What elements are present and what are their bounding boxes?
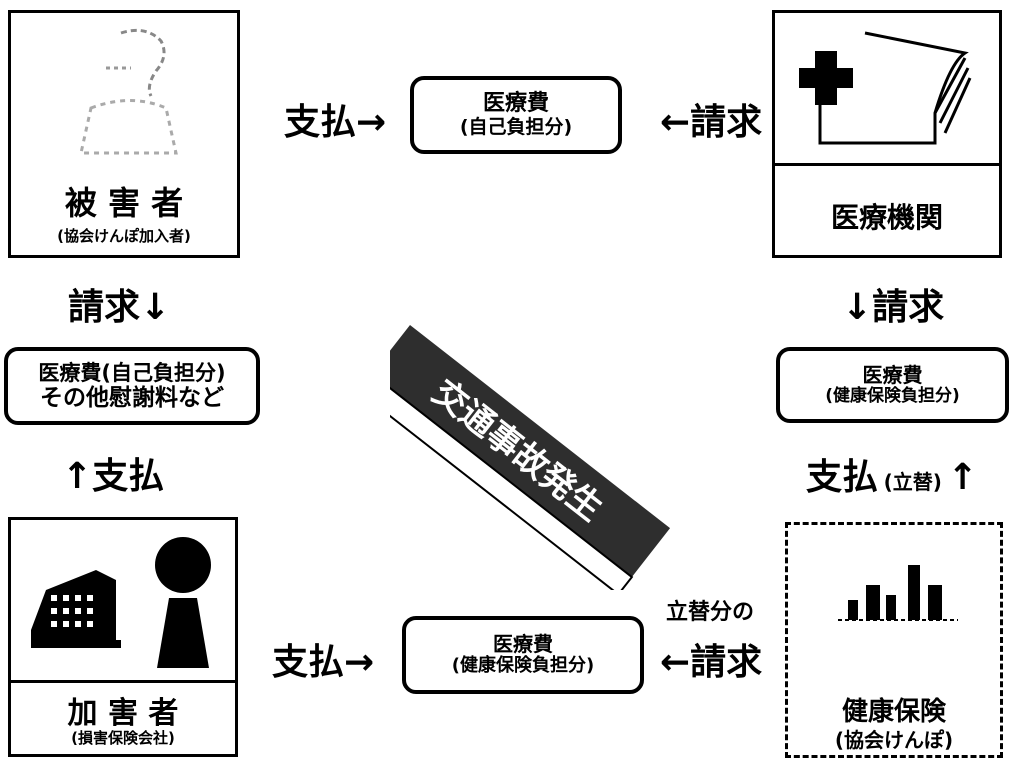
bottom-box-line2: (健康保険負担分) — [451, 655, 595, 677]
left-pay-label: ↑支払 — [62, 456, 165, 497]
bottom-claim-label: ←請求 — [660, 642, 763, 683]
right-pay-label: 支払 (立替) ↑ — [806, 448, 978, 500]
hospital-divider — [775, 163, 999, 166]
right-pay-arrow: ↑ — [947, 457, 978, 498]
top-pay-label: 支払→ — [284, 102, 387, 143]
medical-cost-insurance-bottom-box: 医療費 (健康保険負担分) — [402, 616, 644, 694]
left-claim-label: 請求↓ — [68, 287, 171, 328]
right-box-line1: 医療費 — [862, 362, 923, 387]
medical-cost-insurance-right-box: 医療費 (健康保険負担分) — [776, 347, 1009, 423]
right-box-line2: (健康保険負担分) — [825, 385, 960, 406]
hospital-building-icon — [775, 13, 999, 163]
bottom-claim-note: 立替分の — [666, 600, 755, 625]
insurance-sub: (協会けんぽ) — [834, 728, 954, 752]
victim-name: 被 害 者 — [64, 184, 184, 222]
assailant-sub: (損害保険会社) — [71, 729, 175, 747]
top-box-line2: (自己負担分) — [459, 115, 573, 138]
assailant-panel: 加 害 者 (損害保険会社) — [8, 517, 238, 757]
top-claim-label: ←請求 — [660, 102, 763, 143]
accident-diagonal-arrow: 交通事故発生 — [390, 325, 671, 590]
victim-panel: 被 害 者 (協会けんぽ加入者) — [8, 10, 240, 258]
right-pay-note: (立替) — [883, 470, 942, 494]
bottom-box-line1: 医療費 — [493, 632, 553, 657]
assailant-illustration — [11, 520, 235, 680]
person-icon — [11, 13, 237, 173]
insurance-name: 健康保険 — [841, 697, 946, 727]
medical-cost-self-left-box: 医療費(自己負担分) その他慰謝料など — [4, 347, 260, 425]
top-box-line1: 医療費 — [482, 91, 549, 117]
assailant-divider — [11, 680, 235, 683]
bottom-pay-label: 支払→ — [272, 642, 375, 683]
victim-sub: (協会けんぽ加入者) — [57, 227, 191, 245]
insurance-building-icon — [788, 525, 1000, 665]
hospital-name: 医療機関 — [830, 201, 943, 234]
insurance-panel: 健康保険 (協会けんぽ) — [785, 522, 1003, 758]
right-claim-label: ↓請求 — [842, 287, 945, 328]
right-pay-main: 支払 — [806, 457, 879, 498]
assailant-name: 加 害 者 — [67, 696, 179, 731]
left-box-line2: その他慰謝料など — [40, 384, 224, 411]
medical-cost-self-top-box: 医療費 (自己負担分) — [410, 76, 622, 154]
hospital-panel: 医療機関 — [772, 10, 1002, 258]
left-box-line1: 医療費(自己負担分) — [38, 360, 226, 385]
